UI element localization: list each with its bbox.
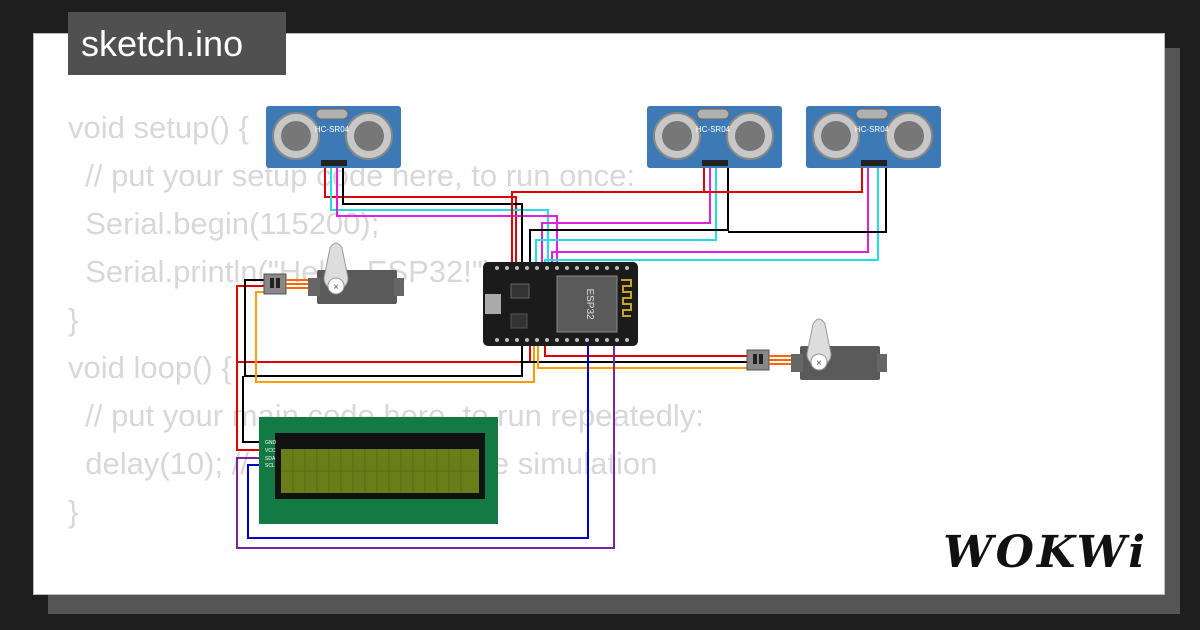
servo-motor-2[interactable]: × — [746, 318, 887, 380]
wire-cyan-s3 — [544, 165, 879, 265]
code-line-5: } — [68, 302, 79, 337]
wire-cyan-s2 — [535, 165, 717, 265]
wire-red-s3 — [705, 165, 863, 193]
wire-red-lcd — [236, 362, 262, 451]
filename-tab[interactable]: sketch.ino — [68, 12, 286, 75]
wire-orange-servo1 — [255, 291, 535, 383]
sensor-2-label: HC-SR04 — [696, 125, 731, 134]
wire-magenta-s1 — [336, 165, 558, 265]
wire-black-s2 — [529, 165, 729, 265]
wire-purple-lcd — [236, 345, 615, 549]
svg-text:×: × — [333, 282, 339, 293]
wire-magenta-s2 — [541, 165, 711, 265]
lcd-pin-vcc: VCC — [265, 448, 276, 454]
ultrasonic-sensor-1[interactable]: HC-SR04 — [266, 106, 401, 168]
code-background: void setup() { // put your setup code he… — [68, 104, 704, 536]
ultrasonic-sensor-2[interactable]: HC-SR04 — [647, 106, 782, 168]
wire-red-s2 — [511, 165, 705, 265]
ultrasonic-sensor-3[interactable]: HC-SR04 — [806, 106, 941, 168]
wire-magenta-s3 — [551, 165, 869, 265]
wire-black-lcd — [242, 376, 262, 443]
lcd-pin-gnd: GND — [265, 440, 277, 446]
wire-black-s3 — [728, 165, 887, 233]
esp32-board[interactable]: ESP32 — [483, 262, 638, 346]
svg-text:×: × — [816, 358, 822, 369]
code-line-3: Serial.begin(115200); — [68, 206, 380, 241]
wire-cyan-s1 — [330, 165, 549, 265]
wires — [236, 165, 887, 549]
lcd-display[interactable]: GND VCC SDA SCL — [259, 417, 498, 524]
wokwi-logo: WOKWi — [943, 527, 1148, 578]
sensor-1-label: HC-SR04 — [315, 125, 350, 134]
sensor-3-label: HC-SR04 — [855, 125, 890, 134]
code-line-1: void setup() { — [68, 110, 249, 145]
code-line-7: void loop() { — [68, 350, 232, 385]
wire-red-s1 — [324, 165, 517, 265]
wire-black-s1 — [342, 165, 523, 265]
servo-motor-1[interactable]: × — [263, 242, 404, 304]
lcd-pin-scl: SCL — [265, 463, 275, 469]
wire-orange-servo2 — [537, 345, 750, 369]
esp32-label: ESP32 — [584, 288, 595, 320]
wire-blue-lcd — [247, 345, 589, 539]
wire-black-servo1 — [244, 279, 523, 377]
wire-red-servo2 — [544, 345, 750, 357]
lcd-pin-sda: SDA — [265, 456, 276, 462]
code-line-10: } — [68, 494, 79, 529]
